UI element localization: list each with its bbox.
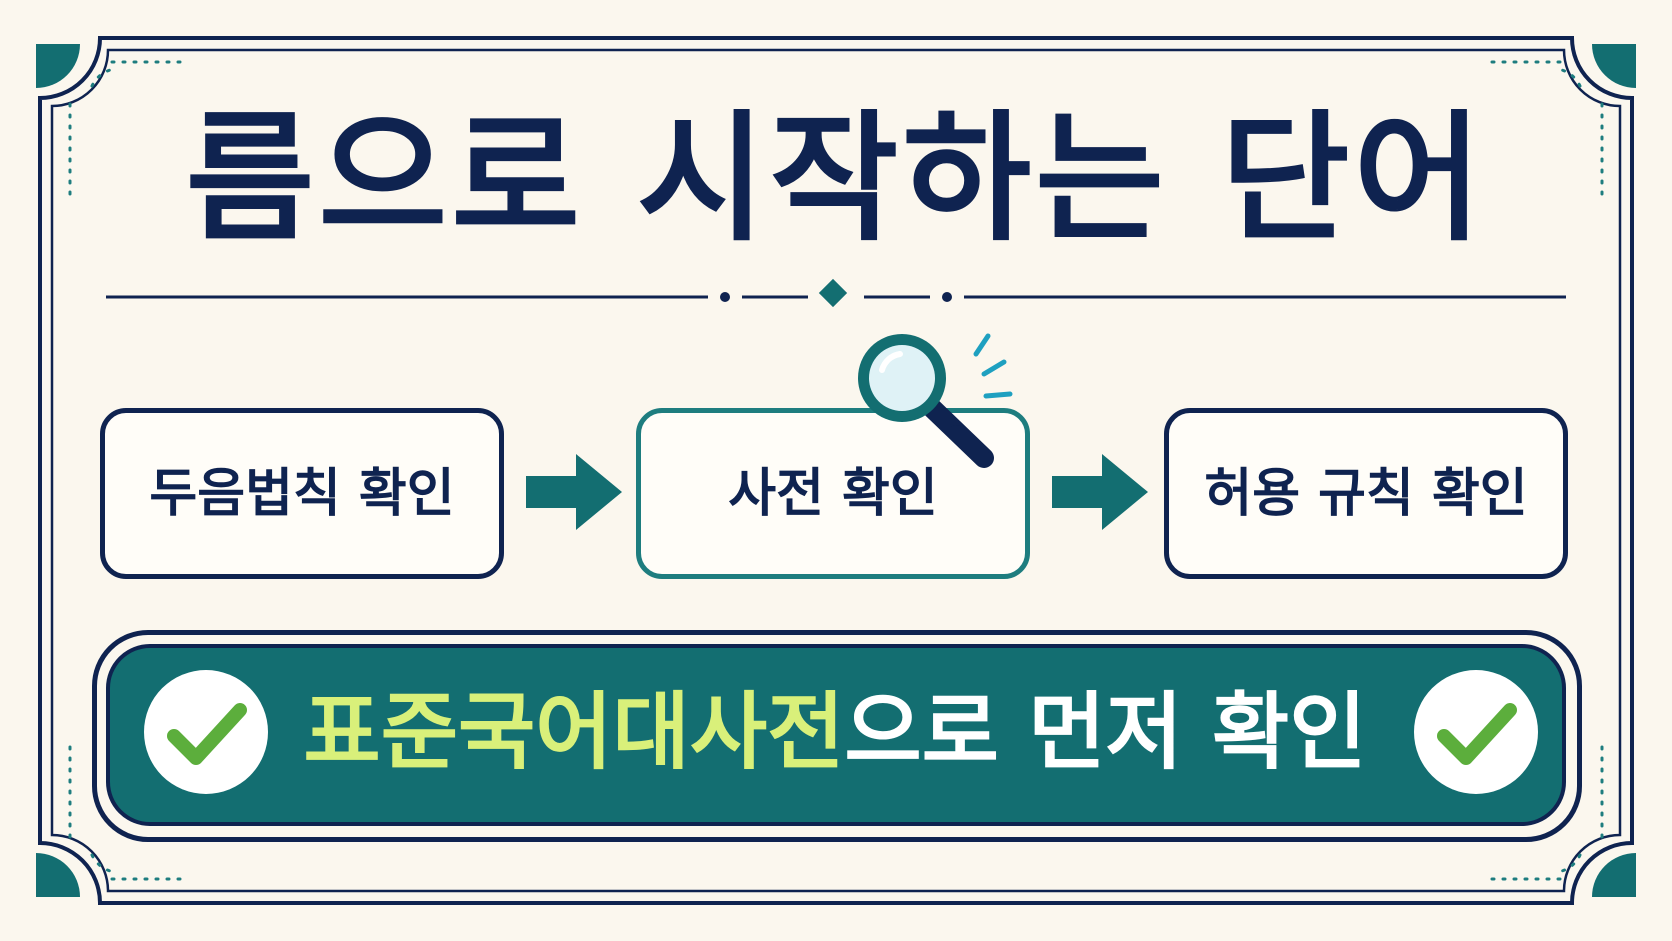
step-dictionary-check-label: 사전 확인	[728, 463, 938, 524]
page-title: 름으로 시작하는 단어	[185, 98, 1487, 261]
corner-bottom-left	[36, 853, 80, 897]
check-icon	[1414, 670, 1538, 794]
corner-top-right	[1592, 44, 1636, 88]
step-allowance-rule-label: 허용 규칙 확인	[1204, 463, 1528, 524]
corner-bottom-right	[1592, 853, 1636, 897]
corner-top-left	[36, 44, 80, 88]
check-icon	[144, 670, 268, 794]
step-dueum-rule: 두음법칙 확인	[100, 408, 504, 579]
banner	[106, 644, 1566, 826]
frame-outer-border	[38, 36, 1634, 905]
title-divider	[106, 278, 1566, 308]
arrow-right-icon	[526, 454, 622, 530]
step-allowance-rule: 허용 규칙 확인	[1164, 408, 1568, 579]
frame-inner-border	[50, 48, 1622, 893]
step-dueum-rule-label: 두음법칙 확인	[149, 463, 455, 524]
corner-dots	[68, 60, 1604, 881]
banner-highlight-text: 표준국어대사전	[303, 683, 845, 781]
magnifier-icon	[858, 333, 1013, 468]
banner-rest-text: 으로 먼저 확인	[844, 683, 1367, 781]
arrow-right-icon	[1052, 454, 1148, 530]
